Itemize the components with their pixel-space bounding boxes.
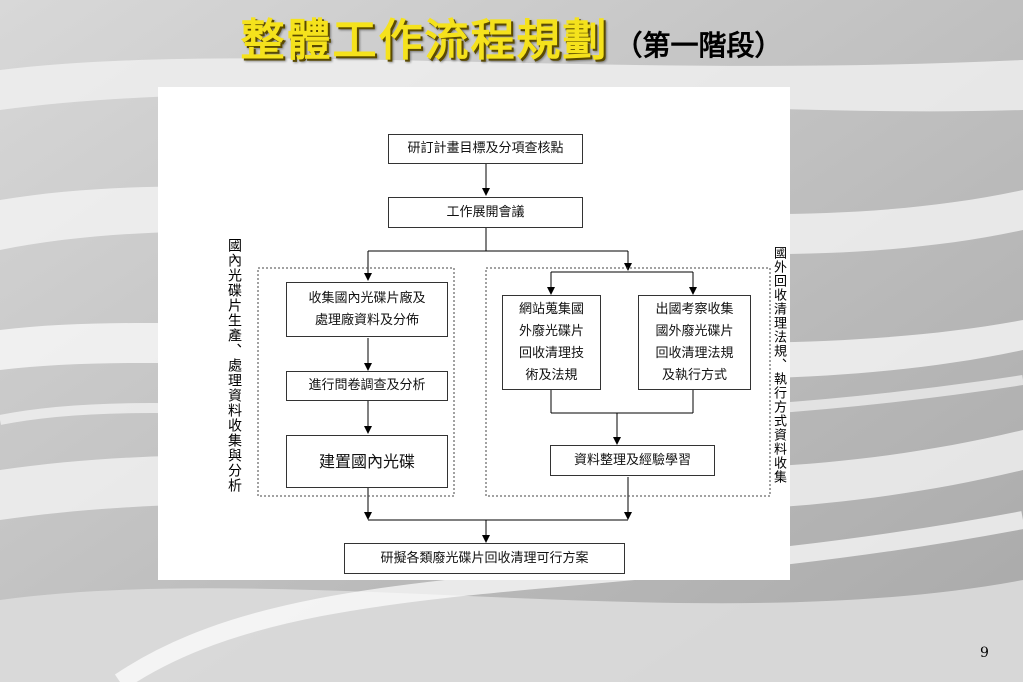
box-questionnaire: 進行問卷調查及分析 [286, 371, 448, 401]
page-number: 9 [980, 645, 989, 661]
box-kickoff-meeting: 工作展開會議 [388, 197, 583, 228]
box-build-domestic: 建置國內光碟 [286, 435, 448, 488]
flowchart-connectors [257, 164, 771, 543]
title-subtitle: （第一階段） [614, 29, 783, 62]
box-overseas-inspection: 出國考察收集 國外廢光碟片 回收清理法規 及執行方式 [638, 295, 751, 390]
box-data-summary: 資料整理及經驗學習 [550, 445, 715, 476]
box-plan-objectives: 研訂計畫目標及分項查核點 [388, 134, 583, 164]
box-collect-domestic-plants: 收集國內光碟片廠及 處理廠資料及分佈 [286, 282, 448, 337]
left-group-frame [257, 267, 455, 497]
box-final-plan: 研擬各類廢光碟片回收清理可行方案 [344, 543, 625, 574]
box-web-collection: 網站蒐集國 外廢光碟片 回收清理技 術及法規 [502, 295, 601, 390]
title-main: 整體工作流程規劃 [240, 15, 609, 66]
left-group-label: 國內光碟片生產、處理資料收集與分析 [226, 238, 242, 493]
right-group-label: 國外回收清理法規、執行方式資料收集 [771, 246, 786, 484]
flowchart-panel: 研訂計畫目標及分項查核點 工作展開會議 收集國內光碟片廠及 處理廠資料及分佈 進… [158, 87, 790, 580]
slide-title: 整體工作流程規劃（第一階段） [0, 4, 1023, 68]
right-group-frame [485, 267, 771, 497]
